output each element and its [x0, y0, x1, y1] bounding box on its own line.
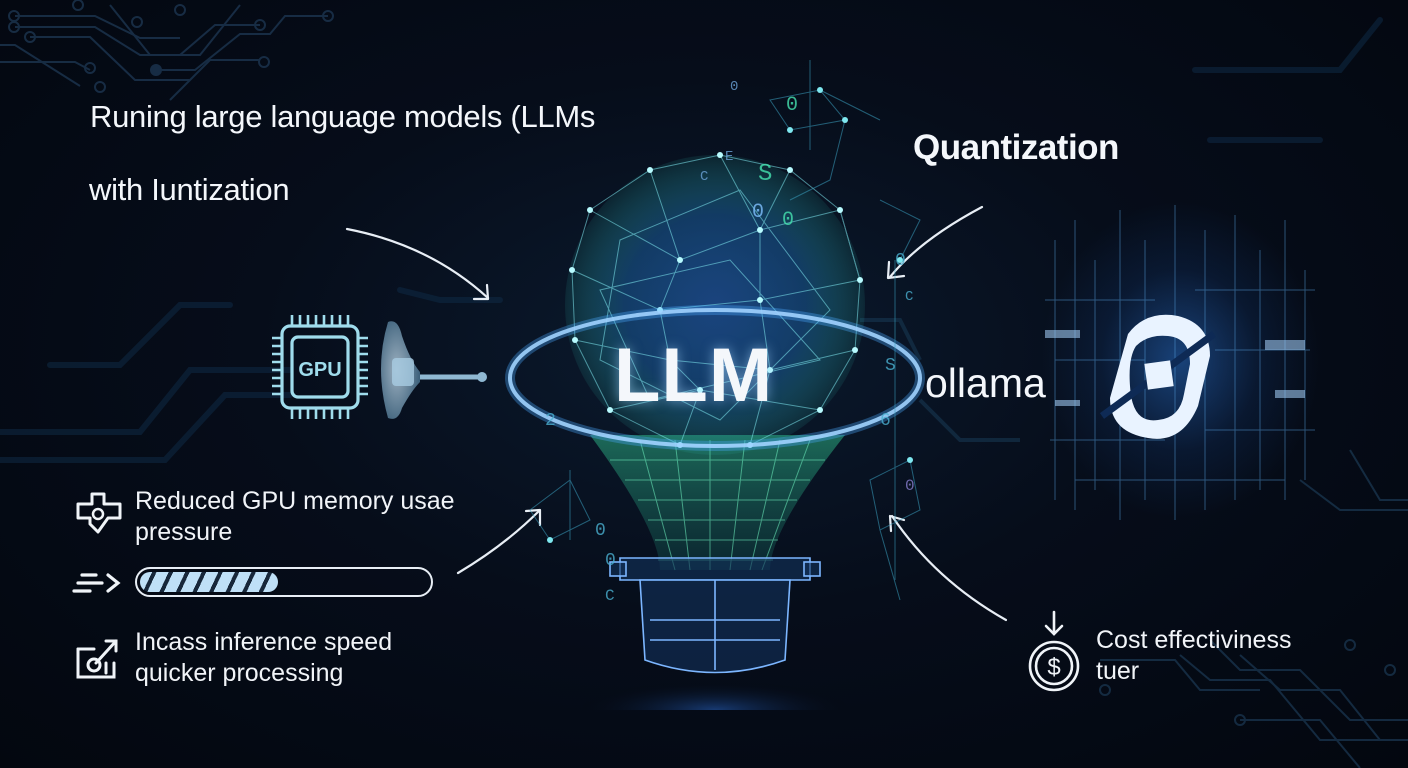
- svg-text:0: 0: [605, 551, 616, 571]
- svg-text:0: 0: [782, 209, 794, 232]
- svg-text:S: S: [885, 356, 896, 376]
- feature-memory: Reduced GPU memory usae pressure: [135, 486, 455, 548]
- headline-line-2: with Iuntization: [89, 172, 290, 207]
- svg-text:0: 0: [595, 521, 606, 541]
- svg-text:0: 0: [905, 477, 915, 495]
- feature-speed: Incass inference speed quicker processin…: [135, 627, 392, 689]
- llm-label: LLM: [614, 333, 774, 418]
- svg-text:S: S: [758, 161, 772, 188]
- speed-chart-icon: [76, 639, 118, 679]
- svg-text:2: 2: [545, 411, 556, 431]
- svg-text:$: $: [1047, 654, 1060, 681]
- arrow-icon-quantization-to-llm: [886, 205, 984, 280]
- llm-network-funnel: 0 0 S 0 E C 0 0 2 S C 0 0 6 0 C: [505, 60, 925, 710]
- quantization-heading: Quantization: [913, 128, 1119, 167]
- feature-memory-line2: pressure: [135, 518, 233, 546]
- fast-forward-lines-icon: [72, 573, 121, 593]
- headline-line-1: Runing large language models (LLMs: [90, 99, 596, 134]
- svg-text:C: C: [905, 289, 913, 305]
- funnel-probe-icon: [381, 321, 487, 419]
- ollama-logo-icon: [1099, 314, 1217, 439]
- feature-cost-line1: Cost effectiviness: [1096, 626, 1292, 654]
- ollama-label: ollama: [925, 360, 1046, 406]
- arrow-icon-cost-to-llm: [888, 514, 1008, 622]
- svg-text:0: 0: [786, 94, 798, 117]
- gpu-chip-icon: GPU: [272, 315, 487, 419]
- svg-text:6: 6: [880, 411, 891, 431]
- svg-text:0: 0: [730, 79, 738, 95]
- memory-progress-bar: [135, 567, 433, 597]
- feature-speed-line1: Incass inference speed: [135, 628, 393, 656]
- svg-text:GPU: GPU: [298, 359, 341, 381]
- feature-memory-line1: Reduced GPU memory usae: [135, 487, 455, 515]
- feature-speed-line2: quicker processing: [135, 659, 344, 687]
- arrow-icon-headline-to-llm: [345, 227, 490, 301]
- feature-cost-line2: tuer: [1096, 657, 1140, 685]
- dollar-coin-down-icon: $: [1028, 610, 1080, 692]
- svg-text:E: E: [725, 149, 733, 165]
- progress-fill: [140, 572, 279, 592]
- svg-text:C: C: [700, 169, 708, 185]
- memory-puzzle-icon: [76, 492, 122, 534]
- feature-cost: Cost effectiviness tuer: [1096, 625, 1291, 687]
- svg-text:0: 0: [752, 201, 764, 224]
- svg-text:C: C: [605, 587, 615, 605]
